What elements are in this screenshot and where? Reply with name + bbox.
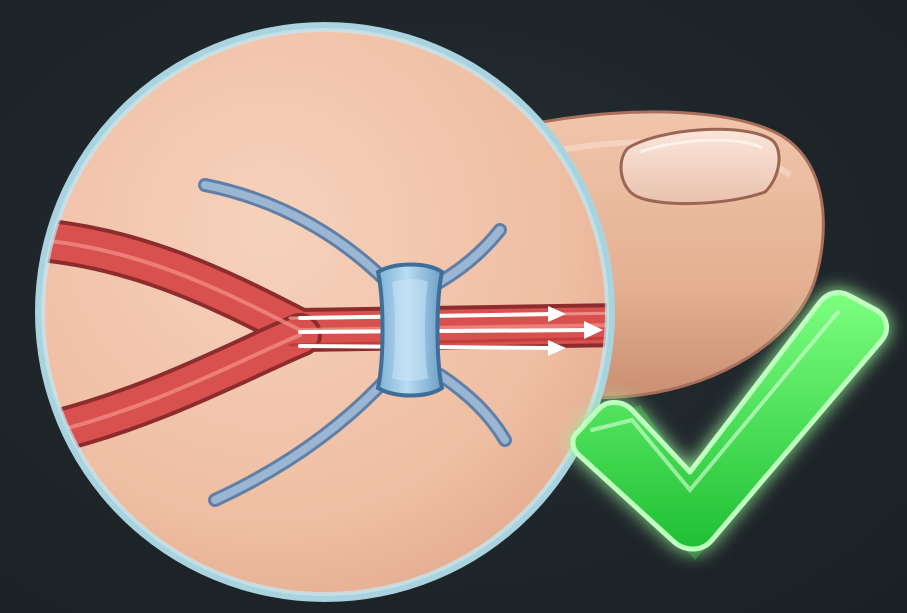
fingernail-icon xyxy=(621,129,779,203)
magnifier-lens xyxy=(35,22,620,602)
tourniquet-band-icon xyxy=(378,265,442,396)
